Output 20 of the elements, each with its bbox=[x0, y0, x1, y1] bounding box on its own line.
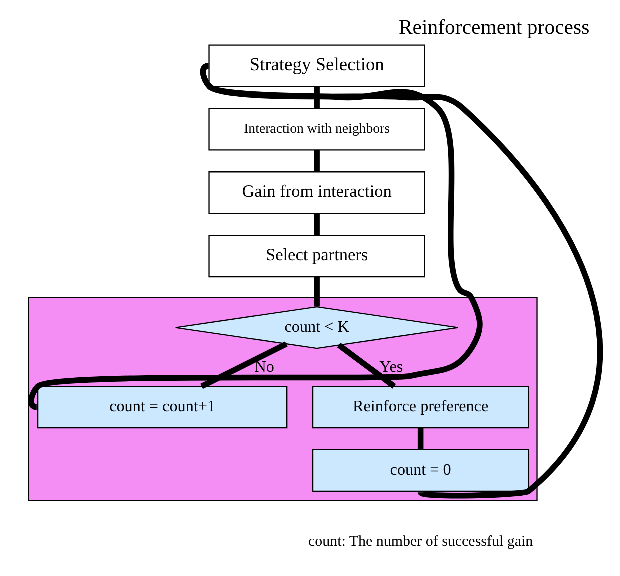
diagram-title: Reinforcement process bbox=[398, 17, 590, 40]
node-box: Gain from interaction bbox=[208, 172, 426, 214]
edge-label: No bbox=[254, 358, 274, 376]
node-box: Reinforce preference bbox=[312, 386, 530, 429]
caption: count: The number of successful gain bbox=[308, 534, 534, 550]
node-box: Strategy Selection bbox=[208, 44, 426, 88]
cluster bbox=[28, 297, 538, 502]
node-box: count = count+1 bbox=[37, 386, 288, 429]
connector bbox=[337, 343, 396, 389]
connector bbox=[314, 150, 320, 172]
connector bbox=[314, 86, 320, 109]
node-box: count = 0 bbox=[312, 449, 530, 492]
connector bbox=[200, 342, 288, 390]
node-box: Select partners bbox=[208, 234, 426, 278]
connector bbox=[418, 428, 424, 450]
node-diamond: count < K bbox=[175, 306, 459, 350]
connector bbox=[314, 214, 320, 236]
node-box: Interaction with neighbors bbox=[208, 108, 426, 151]
connector bbox=[314, 277, 320, 307]
edge-label: Yes bbox=[380, 358, 404, 376]
